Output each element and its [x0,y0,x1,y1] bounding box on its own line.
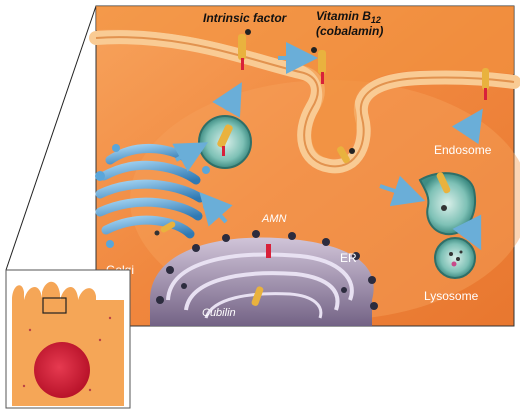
lysosome [434,237,476,279]
zoomed-cell-panel: Intrinsic factor Vitamin B12 (cobalamin)… [89,5,520,327]
intrinsic-factor-label: Intrinsic factor [203,11,288,25]
endoplasmic-reticulum [150,230,378,326]
lysosome-label: Lysosome [424,289,479,303]
surface-receptors [238,29,489,164]
amn-label: AMN [261,213,287,225]
cubilin-label: Cubilin [202,307,236,319]
er-label: ER [340,251,357,265]
whole-cell-inset [5,269,131,409]
vitamin-b12-label: Vitamin B12 [316,9,381,25]
cobalamin-label: (cobalamin) [316,24,383,38]
pathway-arrows [172,42,483,251]
transport-vesicle [198,115,252,169]
endosome-label: Endosome [434,143,492,157]
